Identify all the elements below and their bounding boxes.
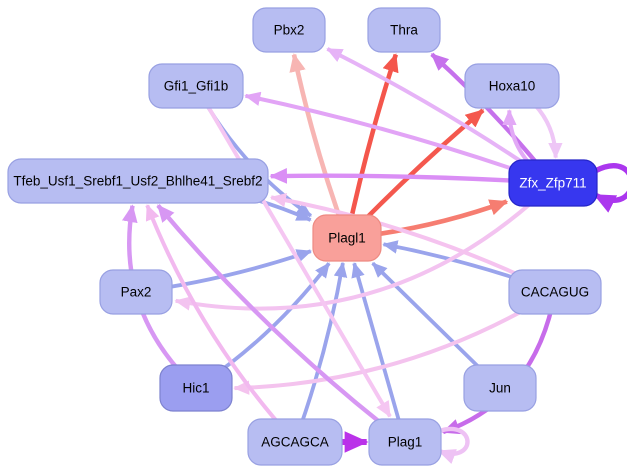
node-pax2[interactable]: Pax2 — [99, 269, 173, 315]
node-thra-box[interactable] — [367, 7, 441, 53]
node-agcagca-box[interactable] — [247, 418, 343, 466]
node-plagl1[interactable]: Plagl1 — [312, 214, 382, 262]
node-gfi1[interactable]: Gfi1_Gfi1b — [148, 63, 244, 109]
node-plag1[interactable]: Plag1 — [368, 418, 442, 466]
edge-plag1-tfeb — [156, 203, 407, 444]
node-hoxa10-box[interactable] — [464, 63, 560, 109]
node-agcagca[interactable]: AGCAGCA — [247, 418, 343, 466]
node-hic1[interactable]: Hic1 — [159, 364, 233, 412]
node-plag1-box[interactable] — [368, 418, 442, 466]
node-jun-label: Jun — [489, 381, 511, 396]
node-jun-box[interactable] — [463, 364, 537, 412]
node-tfeb-label: Tfeb_Usf1_Srebf1_Usf2_Bhlhe41_Srebf2 — [13, 174, 262, 189]
edge-plag1-plag1-self-loop — [437, 426, 470, 465]
node-pax2-label: Pax2 — [121, 285, 152, 300]
node-gfi1-label: Gfi1_Gfi1b — [164, 79, 229, 94]
node-gfi1-box[interactable] — [148, 63, 244, 109]
node-jun[interactable]: Jun — [463, 364, 537, 412]
node-zfx-box[interactable] — [508, 159, 598, 207]
edge-agcagca-tfeb — [145, 204, 297, 444]
edge-cacagug-hic1 — [233, 290, 557, 395]
node-tfeb-box[interactable] — [7, 158, 269, 204]
edge-zfx-pax2 — [174, 181, 555, 311]
edge-zfx-gfi1 — [244, 91, 554, 185]
edge-zfx-zfx-self-loop — [593, 163, 627, 213]
node-cacagug[interactable]: CACAGUG — [508, 269, 602, 315]
node-plagl1-label: Plagl1 — [328, 231, 366, 246]
node-plag1-label: Plag1 — [388, 435, 423, 450]
node-zfx[interactable]: Zfx_Zfp711 — [508, 159, 598, 207]
edge-gfi1-plag1 — [194, 84, 392, 418]
node-zfx-label: Zfx_Zfp711 — [519, 176, 586, 191]
node-thra-label: Thra — [390, 23, 418, 38]
node-plagl1-box[interactable] — [312, 214, 382, 262]
node-hic1-box[interactable] — [159, 364, 233, 412]
node-pax2-box[interactable] — [99, 269, 173, 315]
node-agcagca-label: AGCAGCA — [261, 435, 329, 450]
edge-agcagca-plagl1 — [293, 261, 348, 443]
node-pbx2-label: Pbx2 — [274, 23, 305, 38]
node-pbx2[interactable]: Pbx2 — [252, 7, 326, 53]
node-hoxa10-label: Hoxa10 — [489, 79, 536, 94]
node-hoxa10[interactable]: Hoxa10 — [464, 63, 560, 109]
node-cacagug-label: CACAGUG — [521, 285, 589, 300]
node-cacagug-box[interactable] — [508, 269, 602, 315]
node-pbx2-box[interactable] — [252, 7, 326, 53]
node-thra[interactable]: Thra — [367, 7, 441, 53]
node-tfeb[interactable]: Tfeb_Usf1_Srebf1_Usf2_Bhlhe41_Srebf2 — [7, 158, 269, 204]
node-hic1-label: Hic1 — [182, 381, 209, 396]
